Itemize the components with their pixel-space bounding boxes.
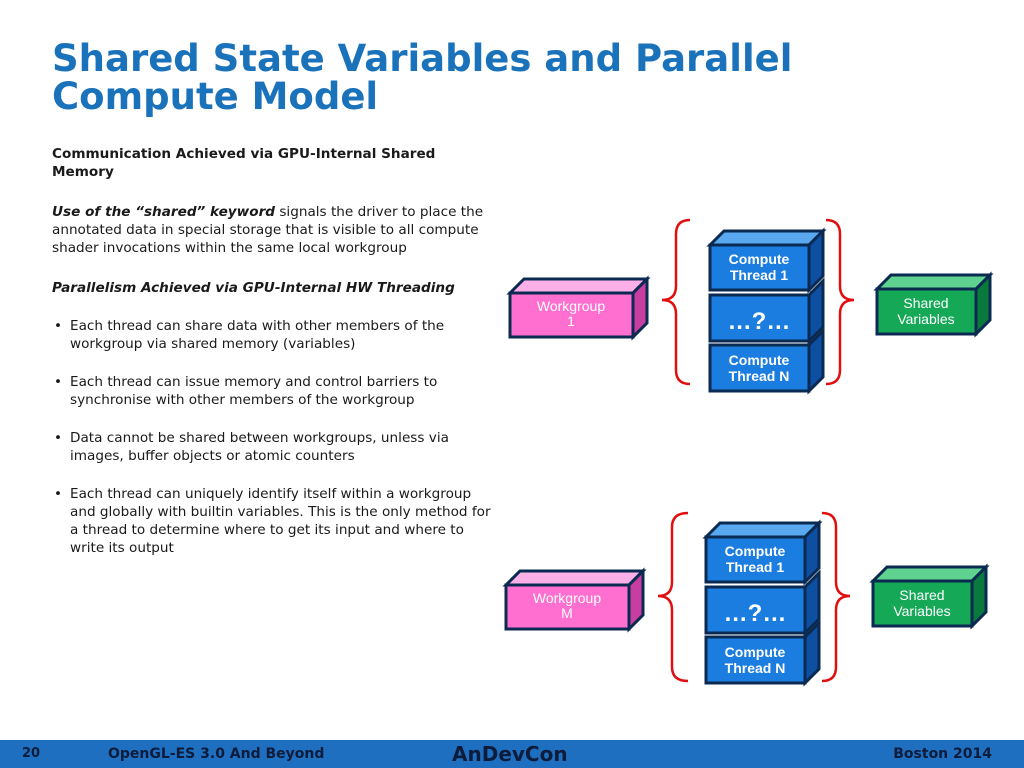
title-line-1: Shared State Variables and Parallel [52, 37, 793, 80]
bullet-item: • Each thread can uniquely identify itsel… [52, 485, 498, 557]
page-number: 20 [22, 746, 41, 761]
bullet-glyph: • [54, 430, 63, 446]
bullet-text: Each thread can issue memory and control… [70, 374, 438, 408]
thread-bot-line1: Compute [729, 352, 790, 368]
thread-stack: Compute Thread 1 …?… Compute Thread N [706, 227, 827, 395]
parallelism-heading: Parallelism Achieved via GPU-Internal HW… [52, 280, 455, 296]
shared-label-line2: Variables [893, 603, 950, 619]
workgroup-label-line1: Workgroup [533, 590, 601, 606]
shared-label-line1: Shared [899, 587, 944, 603]
bullet-text: Each thread can uniquely identify itself… [70, 486, 491, 556]
bullet-list: • Each thread can share data with other m… [52, 317, 498, 557]
shared-variables-box: Shared Variables [869, 563, 990, 630]
event-location: Boston 2014 [893, 746, 992, 762]
slide-title: Shared State Variables and Parallel Comp… [52, 40, 992, 116]
thread-bot-line1: Compute [725, 644, 786, 660]
left-brace [657, 511, 689, 683]
title-line-2: Compute Model [52, 75, 379, 118]
workgroup-label-line2: 1 [567, 313, 575, 329]
thread-stack: Compute Thread 1 …?… Compute Thread N [702, 519, 823, 687]
workgroup-box: Workgroup 1 [506, 275, 651, 341]
shared-label-line2: Variables [897, 311, 954, 327]
thread-mid-label: …?… [724, 600, 787, 627]
thread-top-line1: Compute [729, 251, 790, 267]
body-text: Communication Achieved via GPU-Internal … [52, 145, 498, 557]
shared-keyword-paragraph: Use of the “shared” keyword signals the … [52, 203, 498, 257]
bullet-item: • Each thread can share data with other m… [52, 317, 498, 353]
bullet-item: • Data cannot be shared between workgroup… [52, 429, 498, 465]
subheading: Communication Achieved via GPU-Internal … [52, 146, 436, 180]
deck-title: OpenGL-ES 3.0 And Beyond [108, 746, 325, 762]
shared-label-line1: Shared [903, 295, 948, 311]
thread-top-line2: Thread 1 [730, 267, 789, 283]
thread-top-line2: Thread 1 [726, 559, 785, 575]
brand-logo: AnDevCon [452, 742, 568, 766]
shared-keyword-text: signals the driver to place the annotate… [52, 204, 484, 256]
thread-bot-line2: Thread N [725, 660, 786, 676]
diagram-group-2: Workgroup M Compute Thread 1 …?… Compute… [502, 511, 990, 687]
bullet-text: Data cannot be shared between workgroups… [70, 430, 449, 464]
left-brace [661, 218, 691, 386]
bullet-glyph: • [54, 486, 63, 502]
shared-variables-box: Shared Variables [873, 271, 994, 338]
bullet-glyph: • [54, 374, 63, 390]
diagram-group-1: Workgroup 1 Compute Thread 1 …?… Compute… [506, 218, 994, 395]
thread-mid-label: …?… [728, 308, 791, 335]
thread-bot-line2: Thread N [729, 368, 790, 384]
shared-keyword-emphasis: Use of the “shared” keyword [52, 204, 276, 220]
slide-footer: 20 OpenGL-ES 3.0 And Beyond AnDevCon Bos… [0, 740, 1024, 768]
right-brace [825, 218, 855, 386]
bullet-glyph: • [54, 318, 63, 334]
right-brace [821, 511, 851, 683]
bullet-text: Each thread can share data with other me… [70, 318, 445, 352]
workgroup-label-line2: M [561, 605, 573, 621]
workgroup-label-line1: Workgroup [537, 298, 605, 314]
bullet-item: • Each thread can issue memory and contro… [52, 373, 498, 409]
thread-top-line1: Compute [725, 543, 786, 559]
workgroup-box: Workgroup M [502, 567, 647, 633]
